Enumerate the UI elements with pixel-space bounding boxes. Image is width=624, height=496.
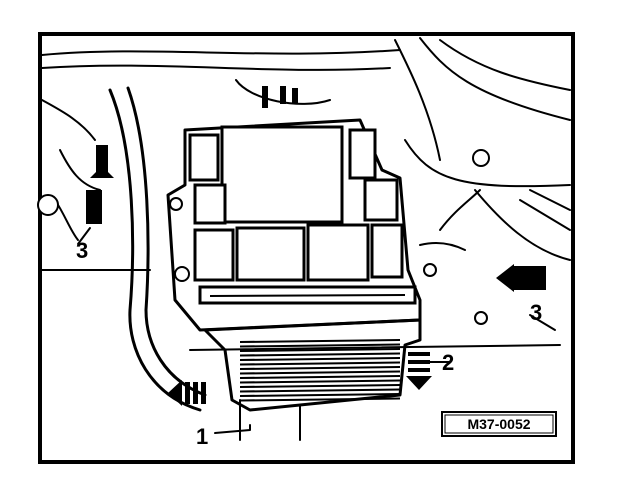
reference-code-box: M37-0052 [441, 411, 557, 437]
arrow-down-icon [406, 352, 432, 390]
callout-leaders [77, 227, 556, 434]
arrow-left-icon [168, 380, 206, 406]
wiring-harness-left [54, 86, 207, 412]
callout-3-right: 3 [530, 300, 542, 325]
connector-ribs [239, 339, 401, 402]
connector-rib [239, 352, 401, 357]
connector-rib [239, 339, 401, 343]
reference-code: M37-0052 [467, 416, 530, 432]
body-structure [41, 37, 571, 351]
connector-rib [239, 379, 401, 384]
arrow-up-icon [90, 166, 114, 178]
connector-rib [239, 357, 401, 361]
connector-rib [239, 370, 401, 375]
connector-rib [239, 375, 401, 379]
connector-rib [239, 343, 401, 348]
wiring-connector [203, 318, 422, 441]
callout-2: 2 [442, 350, 454, 375]
connector-rib [239, 388, 401, 393]
callout-1: 1 [196, 424, 208, 449]
connector-rib [239, 366, 401, 370]
connector-rib [239, 384, 401, 388]
left-fastener-icon [37, 145, 108, 224]
control-unit [166, 86, 437, 332]
connector-rib [239, 361, 401, 366]
connector-rib [239, 397, 401, 402]
callout-3-left: 3 [76, 238, 88, 263]
right-fastener-icon [419, 149, 490, 325]
connector-rib [239, 393, 401, 397]
arrow-right-icon [496, 264, 546, 292]
connector-rib [239, 348, 401, 352]
